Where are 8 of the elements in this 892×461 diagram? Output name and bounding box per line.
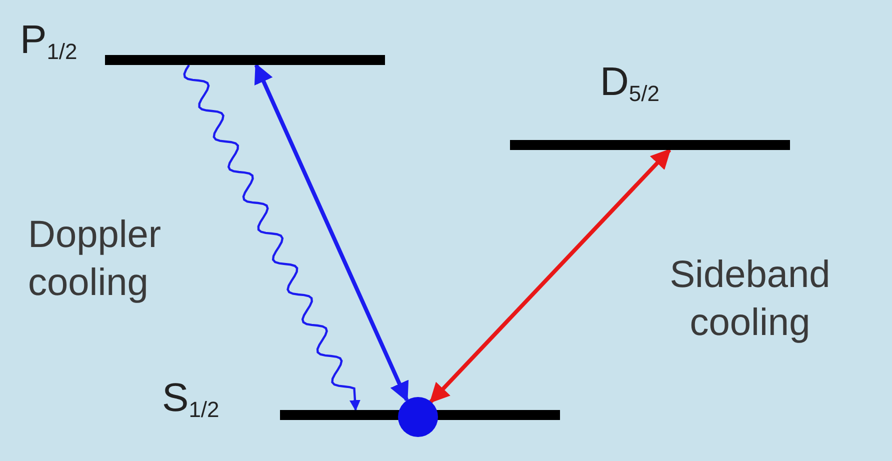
level-label: S$_{1/2}$ bbox=[162, 378, 220, 418]
arrow bbox=[254, 63, 409, 402]
level-label: P$_{1/2}$ bbox=[20, 20, 78, 60]
wavy-arrow bbox=[183, 64, 360, 412]
level-label: D$_{5/2}$ bbox=[600, 62, 660, 102]
annotation-text: Sideband cooling bbox=[668, 253, 832, 346]
arrow bbox=[429, 148, 672, 404]
annotation-text: Doppler cooling bbox=[28, 213, 162, 306]
